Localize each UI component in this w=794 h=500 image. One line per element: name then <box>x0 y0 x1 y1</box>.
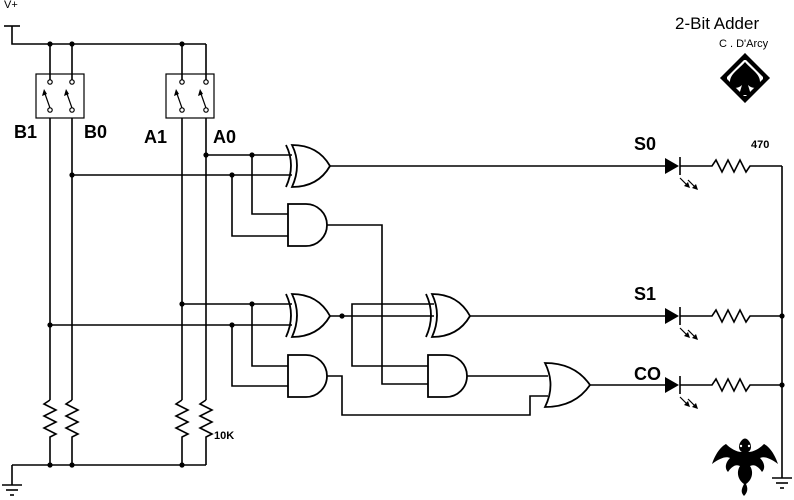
input-label-a0: A0 <box>213 127 236 147</box>
led-co <box>665 376 698 409</box>
and-gate-2 <box>287 354 328 398</box>
output-label-s0: S0 <box>634 134 656 154</box>
input-label-b1: B1 <box>14 122 37 142</box>
ground-symbol-right <box>772 477 792 489</box>
xor-gate-2 <box>285 293 332 338</box>
led-s1 <box>665 307 698 340</box>
diagram-title: 2-Bit Adder <box>675 14 759 33</box>
ground-symbol-left <box>2 465 22 496</box>
output-label-co: CO <box>634 364 661 384</box>
pulldown-value-label: 10K <box>214 430 234 442</box>
author-credit: C . D'Arcy <box>719 38 769 50</box>
led-resistors <box>680 158 782 393</box>
dip-switch-a <box>165 73 215 119</box>
led-s0 <box>665 157 698 190</box>
and-gate-1 <box>287 203 328 247</box>
pulldown-resistors <box>42 399 214 465</box>
and-gate-3 <box>427 354 468 398</box>
led-resistor-value-label: 470 <box>751 139 769 151</box>
xor-gate-3 <box>425 293 472 338</box>
or-gate <box>543 362 592 408</box>
dragon-icon <box>712 438 778 496</box>
output-label-s1: S1 <box>634 284 656 304</box>
xor-gate-1 <box>285 144 332 188</box>
input-label-b0: B0 <box>84 122 107 142</box>
spade-logo-icon <box>720 53 770 103</box>
dip-switch-b <box>35 73 85 119</box>
supply-terminal <box>4 25 206 45</box>
supply-label: V+ <box>4 0 18 11</box>
input-label-a1: A1 <box>144 127 167 147</box>
